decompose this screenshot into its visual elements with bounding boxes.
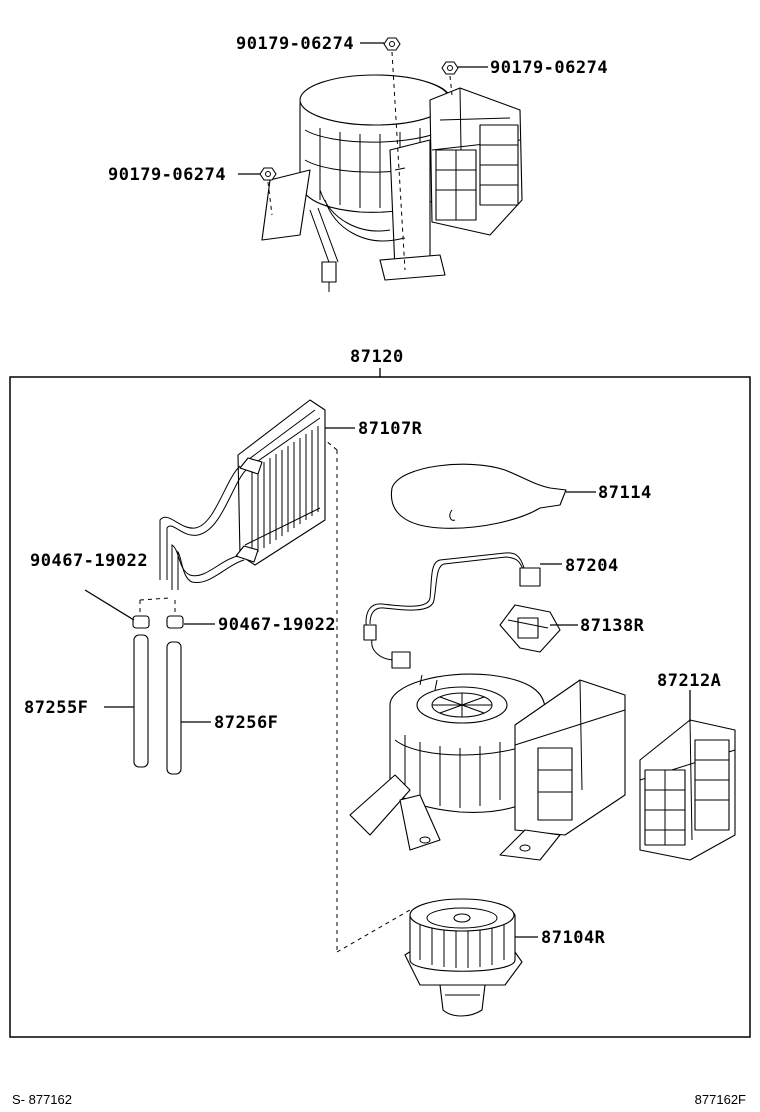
footer-left-code: S- 877162 — [12, 1092, 72, 1107]
part-label-harness: 87204 — [565, 556, 619, 576]
wire-harness-drawing — [363, 552, 541, 669]
resistor-drawing — [499, 604, 561, 653]
servo-drawing — [639, 719, 736, 861]
part-label-hose-right: 87256F — [214, 713, 278, 733]
part-label-clamp-right: 90467-19022 — [218, 615, 336, 635]
part-label-heater-core: 87107R — [358, 419, 423, 439]
nut-icon — [259, 167, 277, 181]
footer-right-code: 877162F — [695, 1092, 746, 1107]
part-label-clamp-left: 90467-19022 — [30, 551, 148, 571]
assembly-number: 87120 — [350, 347, 404, 367]
assembly-frame — [9, 376, 751, 1038]
heater-core-drawing — [159, 399, 326, 590]
clamp-icon — [132, 615, 150, 629]
part-label-hose-left: 87255F — [24, 698, 88, 718]
nut-icon — [383, 37, 401, 51]
clamp-icon — [166, 615, 184, 629]
part-label-nut-left: 90179-06274 — [108, 165, 226, 185]
blower-housing-drawing — [349, 673, 626, 861]
nut-icon — [441, 61, 459, 75]
top-blower-assembly-drawing — [259, 37, 523, 292]
part-label-blower-motor: 87104R — [541, 928, 606, 948]
part-label-nut-right: 90179-06274 — [490, 58, 608, 78]
part-label-cover: 87114 — [598, 483, 652, 503]
cover-drawing — [390, 463, 567, 529]
part-label-servo: 87212A — [657, 671, 721, 691]
hose-right-drawing — [166, 641, 182, 775]
part-label-resistor: 87138R — [580, 616, 645, 636]
hose-left-drawing — [133, 634, 149, 768]
blower-motor-drawing — [404, 898, 523, 1017]
part-label-nut-top: 90179-06274 — [236, 34, 354, 54]
